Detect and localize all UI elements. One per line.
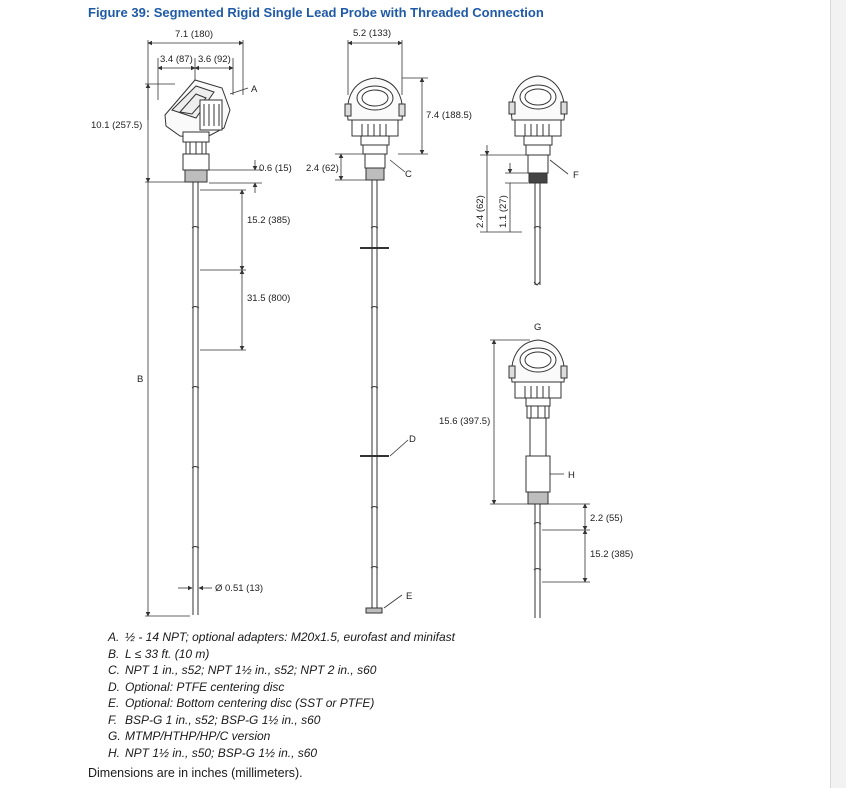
- dim-mid-conn: 2.4 (62): [306, 163, 339, 174]
- left-probe: 7.1 (180) 3.4 (87) 3.6 (92) 10.1 (257.5)…: [91, 29, 292, 617]
- left-housing: [164, 79, 231, 183]
- dim-mid-height: 7.4 (188.5): [426, 110, 472, 121]
- dim-diameter: Ø 0.51 (13): [215, 583, 263, 594]
- probe-drawing: 7.1 (180) 3.4 (87) 3.6 (92) 10.1 (257.5)…: [91, 28, 633, 618]
- legend-item-g: G.MTMP/HTHP/HP/C version: [108, 729, 271, 743]
- figure-title: Figure 39: Segmented Rigid Single Lead P…: [88, 5, 544, 20]
- dim-head-right: 3.6 (92): [198, 54, 231, 65]
- legend-item-b: B.L ≤ 33 ft. (10 m): [108, 646, 210, 661]
- right-top-rod: [533, 183, 542, 286]
- callout-f: F: [573, 170, 579, 181]
- g-version-housing: [508, 339, 568, 505]
- middle-housing: [344, 77, 406, 181]
- right-top-probe: 2.4 (62) 1.1 (27) F: [475, 75, 579, 286]
- dim-right-thread: 1.1 (27): [498, 195, 509, 228]
- dim-right-conn: 2.4 (62): [475, 195, 486, 228]
- callout-d: D: [409, 434, 416, 445]
- callout-g: G: [534, 322, 541, 333]
- g-version-probe: G H 15.6 (397.5) 2.2 (55) 15.2 (385): [439, 322, 633, 618]
- callout-b: B: [137, 374, 143, 385]
- dim-g-lower: 2.2 (55): [590, 513, 623, 524]
- callout-h: H: [568, 470, 575, 481]
- dim-overall-width: 7.1 (180): [175, 29, 213, 40]
- units-footnote: Dimensions are in inches (millimeters).: [88, 766, 303, 780]
- dim-head-left: 3.4 (87): [160, 54, 193, 65]
- dim-segment-long: 31.5 (800): [247, 293, 290, 304]
- dim-g-segment: 15.2 (385): [590, 549, 633, 560]
- legend-item-f: F.BSP-G 1 in., s52; BSP-G 1½ in., s60: [108, 712, 321, 727]
- left-rod: [191, 182, 200, 615]
- legend-item-h: H.NPT 1½ in., s50; BSP-G 1½ in., s60: [108, 745, 318, 760]
- callout-e: E: [406, 591, 412, 602]
- legend-item-c: C.NPT 1 in., s52; NPT 1½ in., s52; NPT 2…: [108, 663, 377, 677]
- callout-c: C: [405, 169, 412, 180]
- callout-a: A: [251, 84, 258, 95]
- right-top-housing: [508, 75, 568, 184]
- figure-legend: A.½ - 14 NPT; optional adapters: M20x1.5…: [108, 629, 455, 761]
- dim-overall-height: 10.1 (257.5): [91, 120, 142, 131]
- legend-item-d: D.Optional: PTFE centering disc: [108, 679, 285, 694]
- dim-mid-width: 5.2 (133): [353, 28, 391, 39]
- dim-segment-short: 15.2 (385): [247, 215, 290, 226]
- dim-thread-len: 0.6 (15): [259, 163, 292, 174]
- middle-probe: 5.2 (133) 7.4 (188.5) 2.4 (62) C D E: [306, 28, 472, 614]
- g-version-rod: [533, 504, 542, 618]
- legend-item-a: A.½ - 14 NPT; optional adapters: M20x1.5…: [108, 630, 455, 644]
- middle-rod: [360, 180, 389, 614]
- legend-item-e: E.Optional: Bottom centering disc (SST o…: [108, 696, 375, 710]
- dim-g-height: 15.6 (397.5): [439, 416, 490, 427]
